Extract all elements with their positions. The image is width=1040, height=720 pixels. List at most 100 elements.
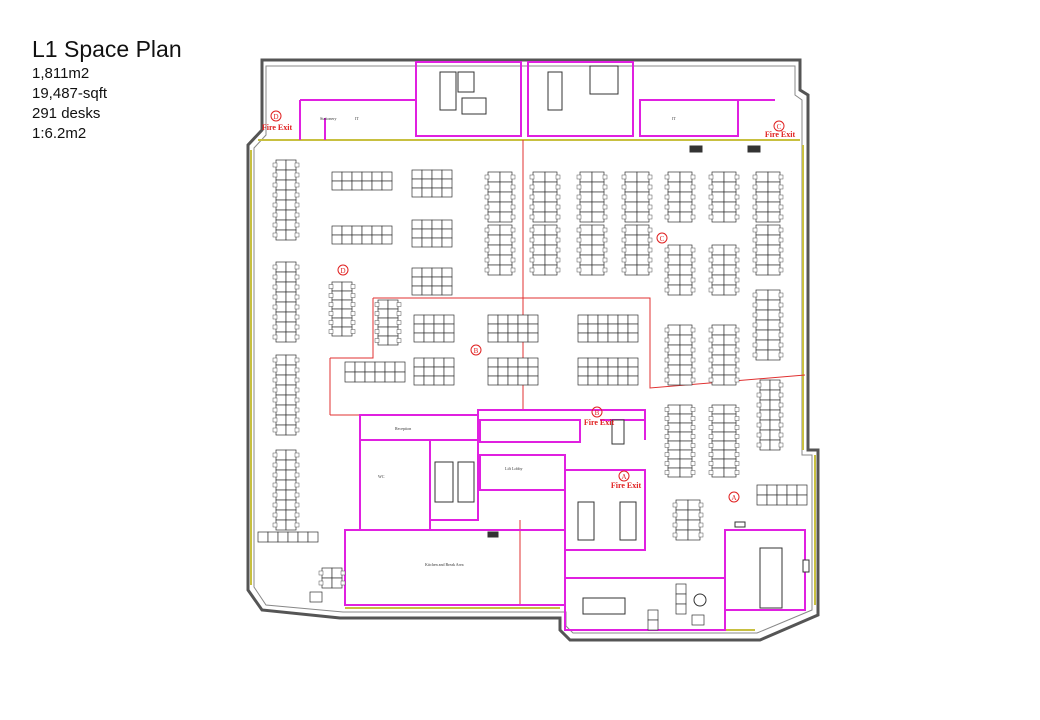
desk-pod-left-0 <box>272 159 300 241</box>
room-it-2: IT <box>672 116 676 121</box>
desk <box>321 577 333 589</box>
desk <box>275 229 287 241</box>
desk <box>624 181 638 193</box>
desk <box>423 314 435 325</box>
desk <box>617 366 629 377</box>
fire-exit-a-label: Fire Exit <box>611 481 642 490</box>
desk <box>275 394 287 406</box>
desk <box>497 314 509 325</box>
chair <box>576 267 582 273</box>
desk <box>443 357 455 368</box>
desk <box>431 219 443 230</box>
chair <box>690 204 696 210</box>
chair <box>734 377 740 383</box>
desk-pod-lower-2 <box>675 583 687 615</box>
desk <box>421 237 433 248</box>
desk <box>341 299 353 310</box>
chair <box>778 322 784 328</box>
chair <box>529 247 535 253</box>
desk <box>723 374 737 386</box>
chair <box>756 392 762 398</box>
desk <box>624 191 638 203</box>
desk <box>786 484 798 496</box>
chair <box>734 194 740 200</box>
desk <box>344 371 356 383</box>
desk-pod-d-4 <box>374 299 402 346</box>
desk <box>354 371 366 383</box>
chair <box>778 412 784 418</box>
zone-a-label: A <box>731 494 736 502</box>
desk <box>776 494 788 506</box>
desk <box>285 499 297 511</box>
desk <box>617 357 629 368</box>
desk <box>667 264 681 276</box>
chair <box>272 284 278 290</box>
desk <box>331 180 343 191</box>
desk <box>433 332 445 343</box>
desk <box>577 323 589 334</box>
desk <box>755 299 769 311</box>
desk <box>723 404 737 415</box>
chair <box>778 422 784 428</box>
chair <box>664 377 670 383</box>
chair <box>778 432 784 438</box>
desk <box>377 326 389 337</box>
chair <box>734 367 740 373</box>
desk <box>755 349 769 361</box>
desk <box>411 267 423 278</box>
chair <box>752 292 758 298</box>
desk <box>411 187 423 198</box>
desk <box>307 531 319 543</box>
chair <box>576 194 582 200</box>
chair <box>778 237 784 243</box>
desk <box>411 228 423 239</box>
desk <box>755 171 769 183</box>
desk <box>275 489 287 501</box>
desk <box>591 211 605 223</box>
desk <box>723 354 737 366</box>
desk-pod-top-1 <box>529 171 561 223</box>
desk <box>767 201 781 213</box>
desk <box>532 224 546 236</box>
desk <box>679 422 693 433</box>
desk <box>624 201 638 213</box>
chair <box>340 570 346 576</box>
chair <box>529 204 535 210</box>
chair <box>272 407 278 413</box>
desk <box>351 225 363 236</box>
desk-pod-a-bottom <box>756 484 808 506</box>
chair <box>734 174 740 180</box>
desk <box>527 357 539 368</box>
desk <box>431 228 443 239</box>
desk-row-left-bottom <box>257 531 319 543</box>
desk-pod-lower-1 <box>647 609 659 631</box>
desk <box>667 324 681 336</box>
chair <box>294 387 300 393</box>
desk <box>267 531 279 543</box>
chair <box>698 522 704 528</box>
zone-marker-b: B <box>470 344 482 356</box>
chair <box>734 461 740 466</box>
desk <box>769 419 781 431</box>
chair <box>294 162 300 168</box>
desk <box>675 529 689 541</box>
desk <box>487 357 499 368</box>
desk <box>351 180 363 191</box>
desk <box>285 261 297 273</box>
chair <box>756 442 762 448</box>
chair <box>272 182 278 188</box>
chair <box>272 202 278 208</box>
chair <box>576 174 582 180</box>
chair <box>529 214 535 220</box>
desk <box>507 332 519 343</box>
desk <box>755 329 769 341</box>
desk <box>667 344 681 356</box>
desk <box>587 332 599 343</box>
desk <box>579 254 593 266</box>
desk <box>723 364 737 376</box>
desk <box>675 593 687 605</box>
desk <box>767 244 781 256</box>
chair <box>555 194 561 200</box>
desk <box>371 225 383 236</box>
desk <box>433 314 445 325</box>
